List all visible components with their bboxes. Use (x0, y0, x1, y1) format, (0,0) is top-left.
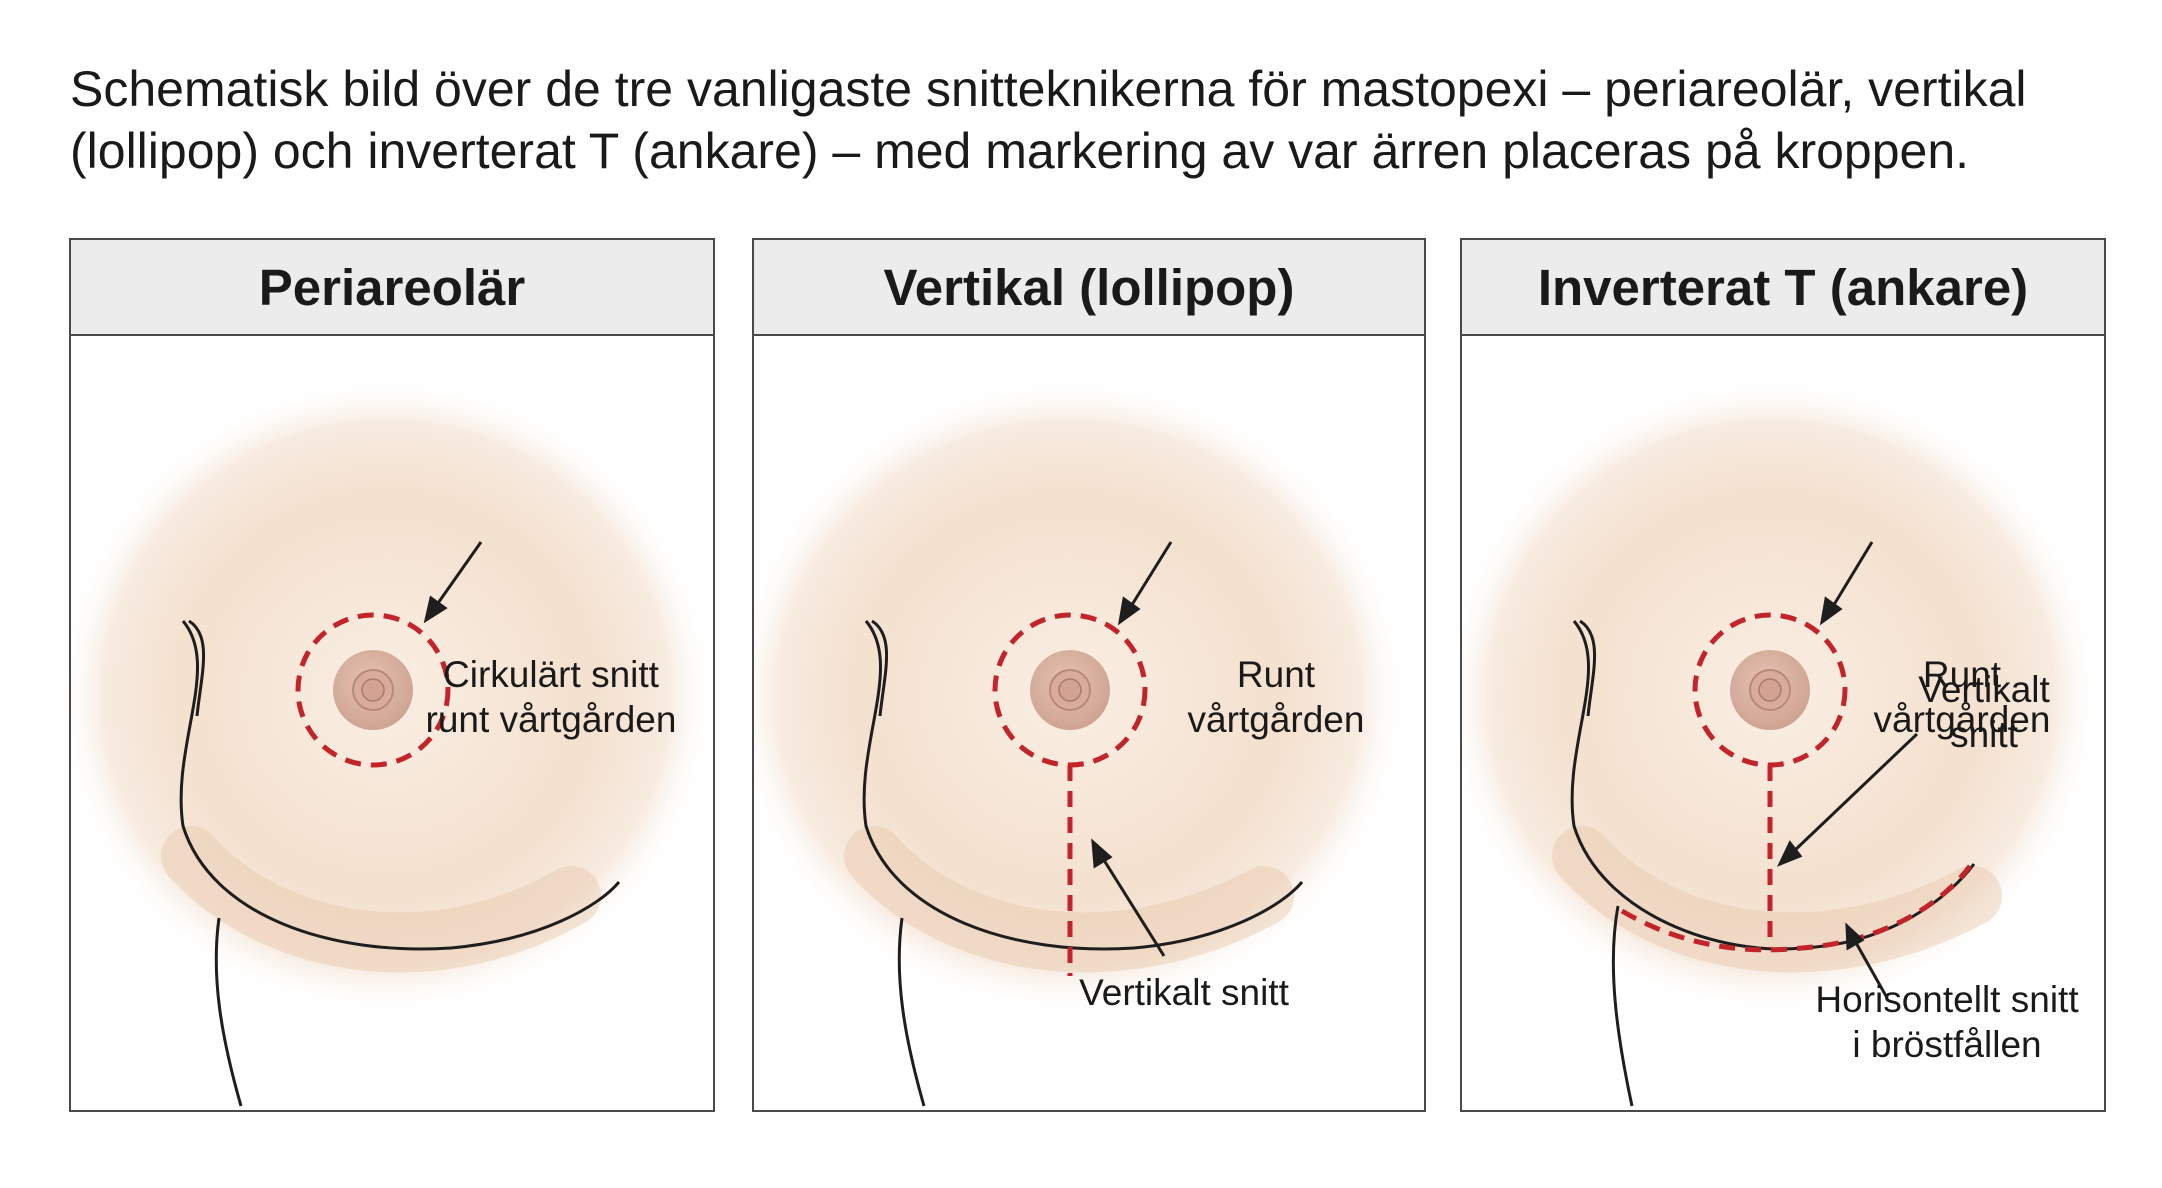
breast-illustration-vertical (754, 376, 1409, 1107)
figure-title: Schematisk bild över de tre vanligaste s… (70, 58, 2130, 182)
pointer-arrow (1819, 541, 1874, 626)
pointer-arrow (1776, 732, 1919, 867)
pointer-arrow (1845, 922, 1888, 997)
panel-periareolar: Periareolär (69, 238, 715, 1112)
areola (1730, 650, 1810, 730)
label-around-areola: Runt vårtgården (1873, 654, 2051, 740)
areola (1030, 650, 1110, 730)
label-horizontal-incision: Horisontellt snitt i bröstfållen (1815, 979, 2079, 1065)
label-vertical-incision: Vertikalt snitt (1079, 972, 1289, 1013)
figure-title-line-1: Schematisk bild över de tre vanligaste s… (70, 61, 2027, 117)
breast-illustration-inverted-t (1462, 376, 2102, 1107)
label-circular-incision: Cirkulärt snitt runt vårtgården (425, 654, 677, 740)
body-outline (862, 619, 1304, 1107)
pointer-arrow (423, 541, 483, 624)
label-around-areola: Runt vårtgården (1187, 654, 1365, 740)
pointer-arrow (1117, 541, 1173, 626)
panel-title: Inverterat T (ankare) (1462, 240, 2104, 336)
figure-title-line-2: (lollipop) och inverterat T (ankare) – m… (70, 123, 1970, 179)
pointer-arrow (1091, 838, 1166, 957)
panel-inverted-t: Inverterat T (ankare) (1460, 238, 2106, 1112)
label-vertical-incision: Vertikalt snitt (1918, 669, 2050, 755)
periareolar-incision (295, 612, 451, 768)
breast-illustration-periareolar (71, 376, 713, 1107)
areola (333, 650, 413, 730)
body-outline (179, 619, 621, 1107)
horizontal-incision (1620, 864, 1972, 953)
panel-vertical: Vertikal (lollipop) (752, 238, 1426, 1112)
panel-title: Vertikal (lollipop) (754, 240, 1424, 336)
panel-title: Periareolär (71, 240, 713, 336)
